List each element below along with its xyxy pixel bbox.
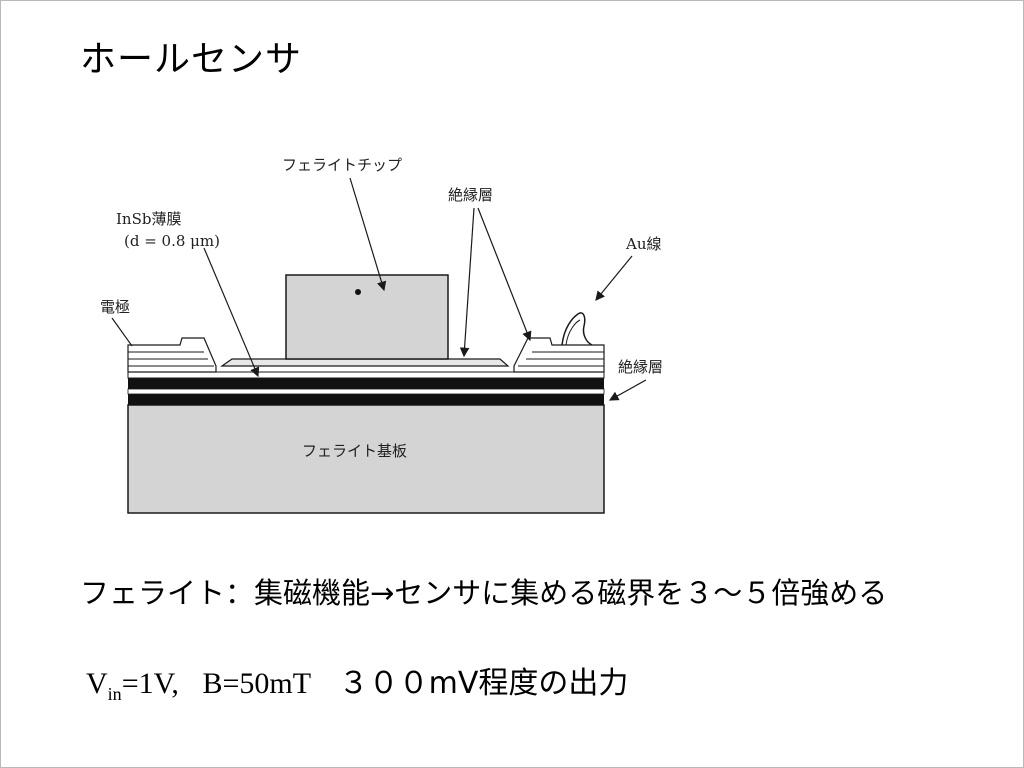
leader-insulating-top-b xyxy=(477,207,532,342)
insb-film xyxy=(220,358,510,367)
leader-electrode xyxy=(111,317,133,347)
label-ferrite-chip: フェライトチップ xyxy=(282,156,402,174)
label-insulating-top: 絶縁層 xyxy=(448,186,493,204)
layer-thin-white xyxy=(127,371,605,379)
leader-au-wire xyxy=(595,255,633,301)
spec-line: Vin=1V, B=50mT ３００mV程度の出力 xyxy=(86,658,628,705)
right-electrode xyxy=(513,337,605,373)
label-ferrite-substrate: フェライト基板 xyxy=(302,442,407,460)
spec-output: ３００mV程度の出力 xyxy=(338,666,629,701)
leader-insulating-right xyxy=(608,379,647,401)
left-electrode xyxy=(127,337,217,373)
leader-insb-film xyxy=(203,247,260,378)
layer-black-top xyxy=(128,378,604,389)
spec-v-subscript: in xyxy=(107,684,122,704)
ferrite-chip-mark xyxy=(355,289,361,295)
spec-v-value: =1V, xyxy=(121,667,179,700)
label-au-wire: Au線 xyxy=(625,235,662,253)
au-wire-inner xyxy=(565,319,581,346)
caption-ferrite-function: フェライト：集磁機能→センサに集める磁界を３～５倍強める xyxy=(80,576,888,610)
au-wire xyxy=(561,312,593,346)
label-insb-thickness: (d = 0.8 μm) xyxy=(124,232,220,250)
leader-insulating-top-a xyxy=(459,207,475,358)
ferrite-chip xyxy=(285,274,449,360)
leader-ferrite-chip xyxy=(349,177,387,292)
label-electrode: 電極 xyxy=(100,298,130,316)
layer-white-gap xyxy=(127,388,605,395)
ferrite-substrate xyxy=(127,404,605,514)
layer-black-bottom xyxy=(128,394,604,405)
spec-b-value: B=50mT xyxy=(202,667,312,700)
spec-v-symbol: V xyxy=(86,667,108,700)
label-insb-film: InSb薄膜 xyxy=(116,210,181,228)
slide-title: ホールセンサ xyxy=(80,39,303,80)
label-insulating-right: 絶縁層 xyxy=(618,358,663,376)
